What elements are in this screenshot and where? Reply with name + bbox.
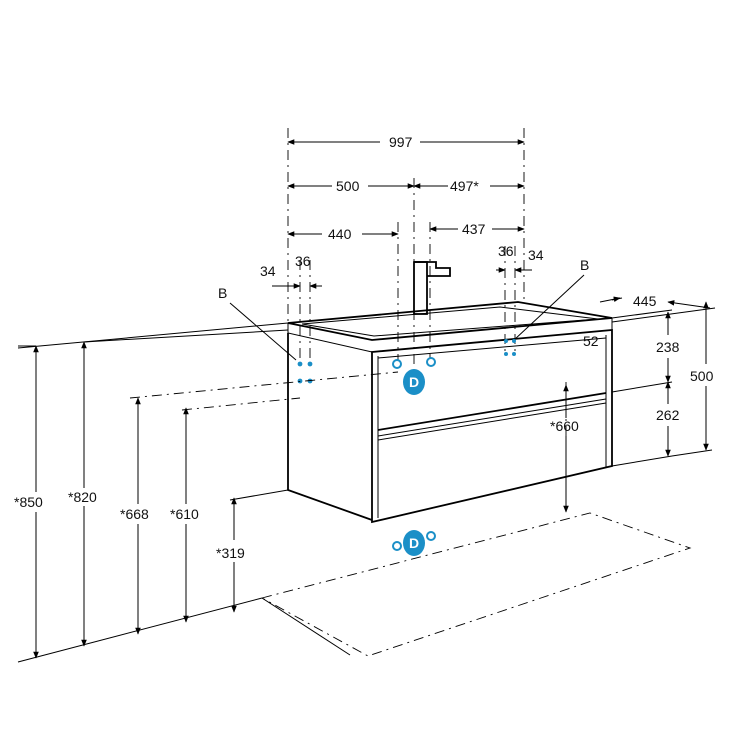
dim-500-text: 500 [336,178,360,194]
drain-mark-floor-text: D [409,535,419,551]
dim-52: 52 [583,333,599,349]
label-b-left: B [218,285,297,361]
dim-850: *850 [14,345,43,659]
drain-mark-floor: D [392,530,436,556]
dim-820: *820 [18,329,289,647]
dim-440-text: 440 [328,226,352,242]
dim-660-text: *660 [550,418,579,434]
dim-820-text: *820 [68,489,97,505]
dim-437-text: 437 [462,221,486,237]
dim-238-262: 238 262 [611,309,680,467]
drain-mark-wall: D [403,369,425,395]
dim-660: *660 [550,384,579,513]
drain-mark-wall-text: D [409,374,419,390]
label-b-right: B [513,257,589,341]
faucet [413,261,451,315]
dim-238-text: 238 [656,339,680,355]
dim-52-text: 52 [583,333,599,349]
dim-left-34-36: 34 36 [260,253,322,289]
dim-668-text: *668 [120,506,149,522]
floor-projection [261,512,692,657]
construction-verticals [287,128,567,512]
dim-left-36-text: 36 [295,253,311,269]
dim-610-text: *610 [170,506,199,522]
label-b-right-text: B [580,257,589,273]
dim-500-height: 500 [671,301,714,457]
dim-668: *668 [120,371,399,635]
dim-left-34-text: 34 [260,263,276,279]
label-b-left-text: B [218,285,227,301]
water-inlet-holes [297,339,516,384]
dim-500-height-text: 500 [690,368,714,384]
dim-850-text: *850 [14,494,43,510]
dim-440: 440 [287,226,399,242]
wall-floor-lines [17,307,716,663]
dim-262-text: 262 [656,407,680,423]
dim-right-36-34: 36 34 [496,243,544,273]
dim-319: *319 [216,489,289,613]
dim-497: 497* [413,178,525,194]
dim-right-34-text: 34 [528,247,544,263]
dim-610: *610 [170,397,301,623]
dim-997-text: 997 [389,134,413,150]
cabinet [287,301,613,524]
dim-319-text: *319 [216,545,245,561]
dim-445-text: 445 [633,293,657,309]
dim-500: 500 [287,178,415,194]
dim-997: 997 [287,134,525,150]
dim-437: 437 [429,221,525,237]
dim-445: 445 [599,293,711,309]
dim-497-text: 497* [450,178,479,194]
dim-right-36-text: 36 [498,243,514,259]
